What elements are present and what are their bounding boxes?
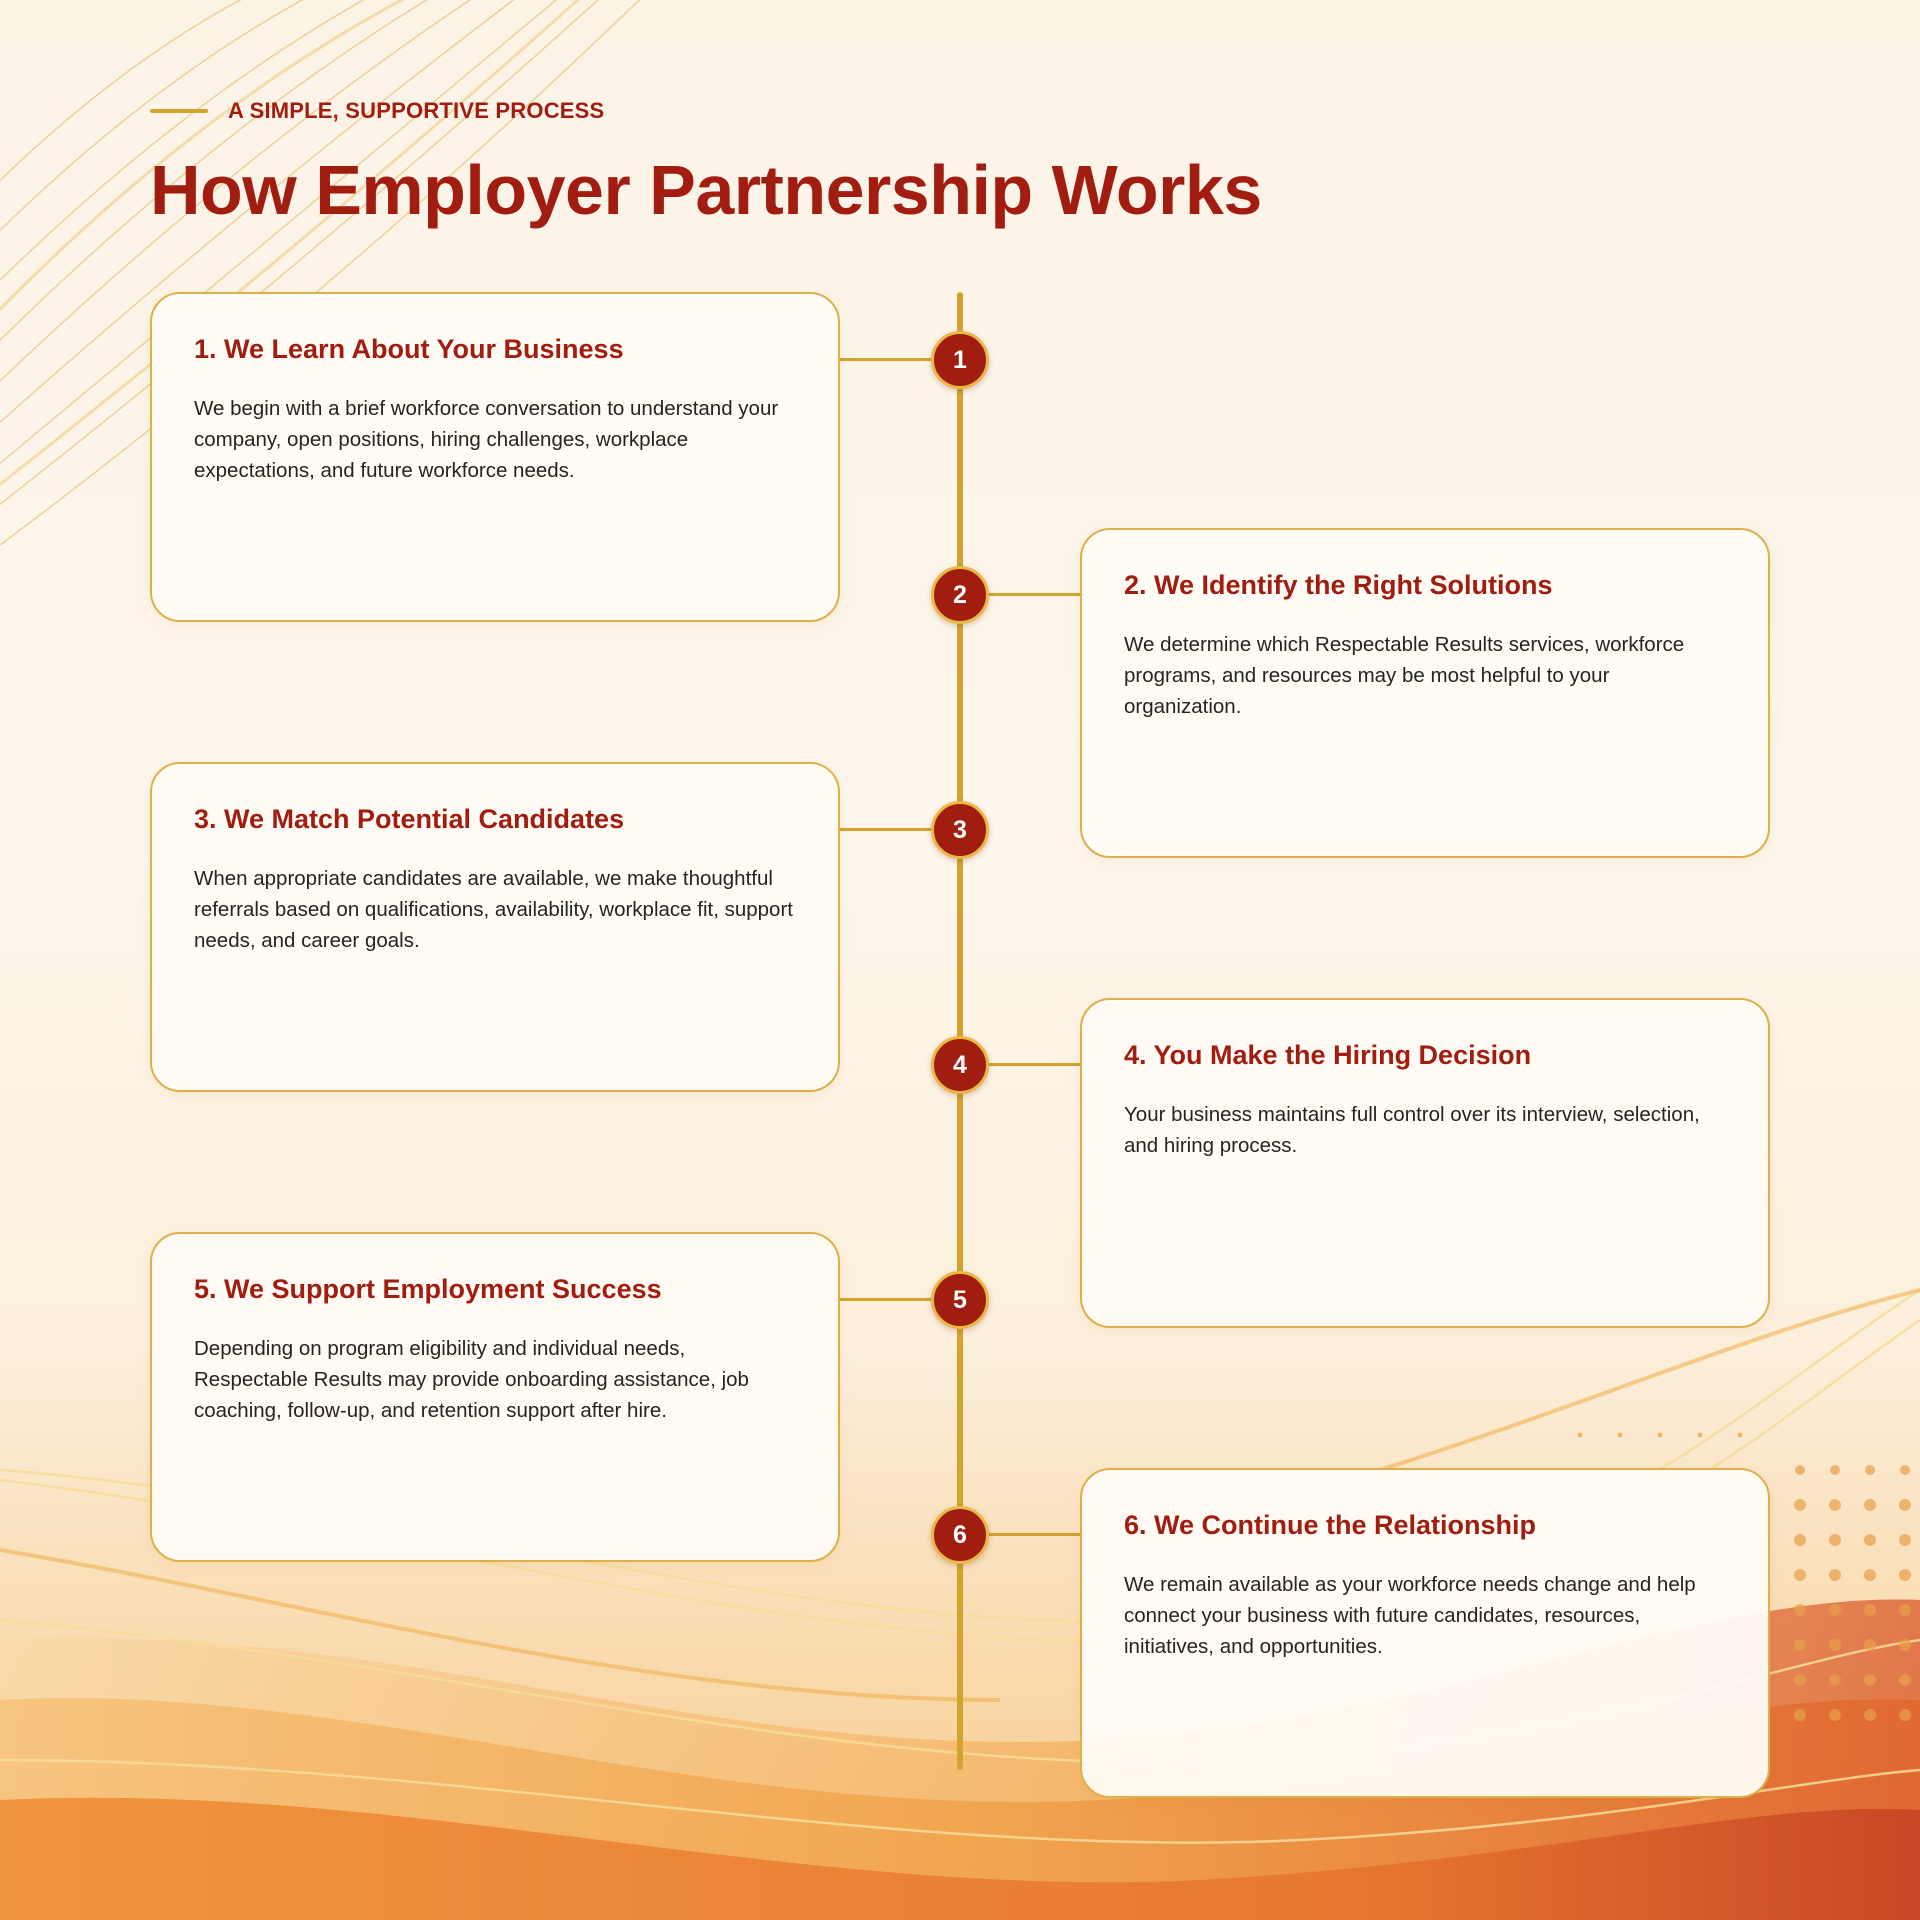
step-4-description: Your business maintains full control ove… bbox=[1124, 1103, 1700, 1157]
step-6-number-badge: 6 bbox=[931, 1506, 989, 1564]
eyebrow-label: A SIMPLE, SUPPORTIVE PROCESS bbox=[228, 98, 605, 123]
step-6-title: 6. We Continue the Relationship bbox=[1124, 1510, 1537, 1540]
timeline-axis bbox=[957, 292, 963, 1770]
step-6-description: We remain available as your workforce ne… bbox=[1124, 1573, 1696, 1658]
step-1-card: 1. We Learn About Your Business We begin… bbox=[150, 292, 840, 622]
step-3-connector bbox=[840, 828, 960, 831]
step-1-connector bbox=[840, 358, 960, 361]
step-3-number-badge: 3 bbox=[931, 801, 989, 859]
step-2-description: We determine which Respectable Results s… bbox=[1124, 633, 1685, 718]
step-3-card: 3. We Match Potential Candidates When ap… bbox=[150, 762, 840, 1092]
step-5-number-badge: 5 bbox=[931, 1271, 989, 1329]
step-5-title: 5. We Support Employment Success bbox=[194, 1274, 662, 1304]
step-4-title: 4. You Make the Hiring Decision bbox=[1124, 1040, 1532, 1070]
section-eyebrow: A SIMPLE, SUPPORTIVE PROCESS bbox=[150, 98, 604, 124]
step-1-title: 1. We Learn About Your Business bbox=[194, 334, 624, 364]
step-6-connector bbox=[960, 1533, 1082, 1536]
page-title: How Employer Partnership Works bbox=[150, 151, 1262, 229]
step-2-card: 2. We Identify the Right Solutions We de… bbox=[1080, 528, 1770, 858]
step-5-card: 5. We Support Employment Success Dependi… bbox=[150, 1232, 840, 1562]
step-1-description: We begin with a brief workforce conversa… bbox=[194, 397, 779, 482]
step-2-number-badge: 2 bbox=[931, 566, 989, 624]
eyebrow-accent-line bbox=[150, 109, 208, 113]
step-3-title: 3. We Match Potential Candidates bbox=[194, 804, 625, 834]
step-2-title: 2. We Identify the Right Solutions bbox=[1124, 570, 1553, 600]
step-5-description: Depending on program eligibility and ind… bbox=[194, 1337, 749, 1422]
step-6-card: 6. We Continue the Relationship We remai… bbox=[1080, 1468, 1770, 1798]
step-1-number-badge: 1 bbox=[931, 331, 989, 389]
step-2-connector bbox=[960, 593, 1082, 596]
step-3-description: When appropriate candidates are availabl… bbox=[194, 867, 793, 952]
step-4-connector bbox=[960, 1063, 1082, 1066]
step-5-connector bbox=[840, 1298, 960, 1301]
step-4-card: 4. You Make the Hiring Decision Your bus… bbox=[1080, 998, 1770, 1328]
step-4-number-badge: 4 bbox=[931, 1036, 989, 1094]
